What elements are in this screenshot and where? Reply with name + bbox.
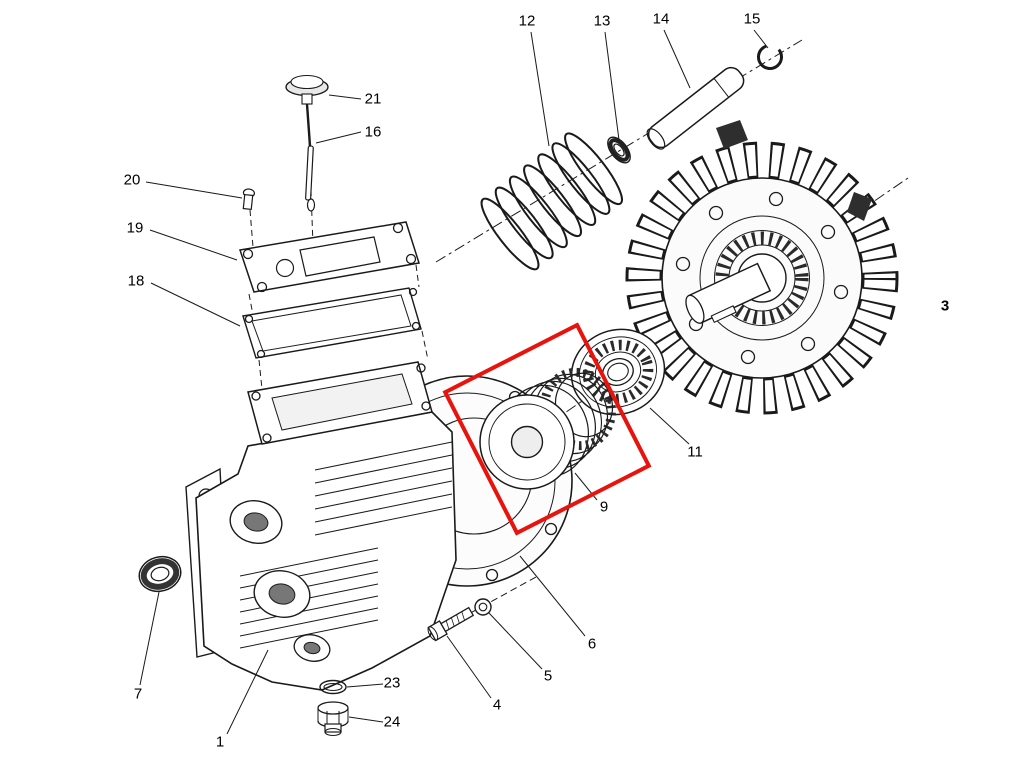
side-ports (229, 500, 331, 662)
flywheel-ball-bearing-ring (715, 231, 809, 325)
valve-head-block (247, 361, 433, 445)
valve-spring (480, 132, 623, 271)
piston-pin (646, 66, 745, 150)
dipstick (305, 103, 316, 212)
flywheel-lug (716, 120, 748, 149)
flange-bolt (427, 606, 475, 642)
bearing (570, 328, 666, 416)
shaft-seal (138, 555, 182, 593)
flywheel (625, 120, 899, 415)
leader-lines (139, 29, 769, 735)
oil-filler-cap (285, 74, 329, 105)
seal-washer (607, 136, 631, 164)
crankcase-body (185, 411, 457, 691)
head-gasket (242, 287, 422, 359)
piston (479, 367, 616, 490)
o-ring (319, 679, 347, 695)
drain-plug (317, 701, 349, 737)
highlight-box (442, 322, 652, 536)
cylinder-fins (314, 441, 453, 536)
piston-ball-ring (540, 367, 616, 451)
lock-washer (474, 598, 492, 616)
snap-ring (757, 44, 783, 70)
cover-screw (242, 188, 256, 211)
top-cover-plate (239, 221, 420, 293)
crankshaft-stub (685, 262, 772, 324)
flywheel-lug (847, 192, 872, 221)
